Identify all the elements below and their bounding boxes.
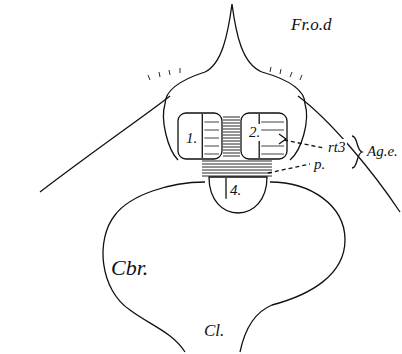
left-contour [40,96,170,192]
organ-section: 4. [208,176,268,214]
bracket [352,136,362,168]
part-label: Ag.e. [366,143,399,160]
right-contour [298,96,400,212]
callout-number: 4. [229,182,242,199]
left-inner-contour [163,104,178,160]
hatching [202,117,272,176]
edge-ticks [148,67,302,80]
leader-line [284,140,324,148]
part-label: Cbr. [110,256,149,280]
frontal-outline [165,4,305,104]
cerebrum-outline [103,182,205,352]
part-label: Cl. [203,322,225,341]
cerebrum-outline [240,182,345,352]
part-label: Fr.o.d [290,16,333,35]
leader-line [268,164,310,173]
organ-section: 2. [240,112,288,160]
organ-section: 1. [177,112,223,160]
part-label: p. [313,156,326,173]
callout-number: 1. [185,130,198,147]
part-label: rt3 [327,139,347,156]
callout-number: 2. [248,124,261,141]
section-outline [177,112,223,160]
right-inner-contour [290,104,307,160]
arrow-mark [279,134,286,144]
